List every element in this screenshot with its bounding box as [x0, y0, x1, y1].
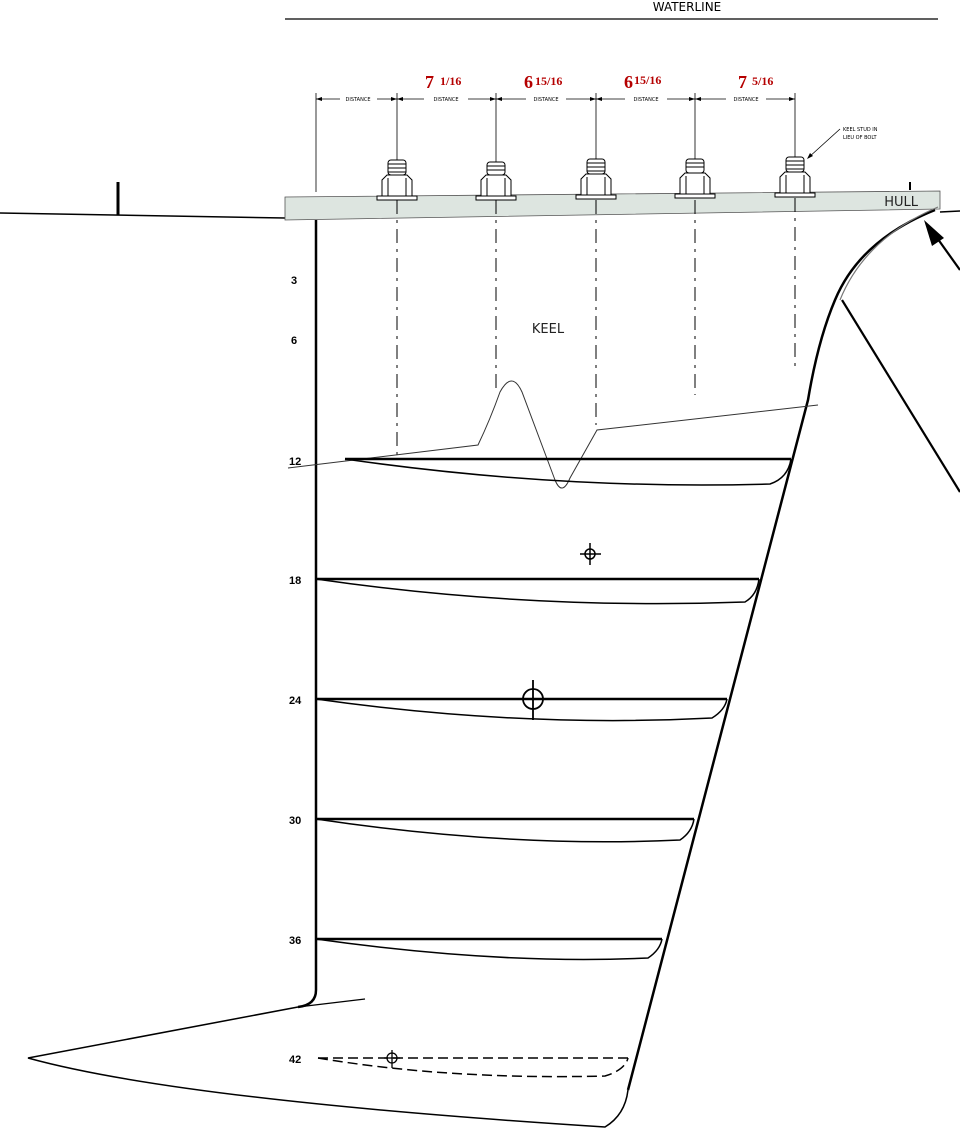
- station-sections: [315, 457, 792, 1078]
- keel-stud-leader: [807, 128, 841, 159]
- hull-profile-left: [0, 212, 286, 219]
- dimension-value: 7: [738, 72, 747, 92]
- keel-old-profile: [287, 380, 819, 489]
- cg-marker-18: [580, 543, 601, 565]
- station-label: 36: [289, 935, 301, 947]
- dimension-label: DISTANCE: [534, 97, 559, 103]
- dimension-fraction: 5/16: [752, 74, 773, 88]
- station-label: 6: [291, 335, 297, 347]
- keel-trailing-edge: [626, 208, 936, 1091]
- keel-studs: [376, 156, 816, 201]
- keel-stud: [674, 158, 716, 199]
- dimension-fraction: 1/16: [440, 74, 461, 88]
- keel-stud: [575, 158, 617, 200]
- bulb-outline: [27, 1006, 629, 1128]
- keel-stud-note: LIEU OF BOLT: [843, 135, 877, 141]
- dimension-arrowheads: [316, 97, 795, 101]
- station-label: 3: [291, 275, 297, 287]
- dimension-label: DISTANCE: [346, 97, 371, 103]
- station-label: 18: [289, 575, 301, 587]
- hull-label: HULL: [884, 195, 919, 210]
- keel-stud-note: KEEL STUD IN: [843, 127, 878, 133]
- cg-marker-24: [522, 680, 544, 720]
- keel-stud: [376, 159, 418, 201]
- station-label: 30: [289, 815, 301, 827]
- keel-stud-leader-arrow: [807, 153, 813, 159]
- keel-fillet-line: [839, 206, 939, 301]
- station-label: 12: [289, 456, 301, 468]
- dimension-fraction: 15/16: [634, 73, 661, 87]
- keel-leading-edge: [297, 220, 318, 1009]
- station-label: 24: [289, 695, 302, 707]
- dimension-value: 7: [425, 72, 434, 92]
- keel-label: KEEL: [532, 322, 565, 337]
- fillet-arrow-head: [924, 220, 944, 246]
- dimension-label: DISTANCE: [434, 97, 459, 103]
- hull-profile-right: [939, 210, 960, 213]
- cg-marker-42: [384, 1050, 400, 1068]
- dimension-value: 6: [524, 72, 533, 92]
- hull-band: [284, 190, 941, 221]
- stud-centerlines: [396, 198, 796, 458]
- station-label: 42: [289, 1054, 301, 1066]
- keel-stud: [475, 161, 517, 201]
- dimension-fraction: 15/16: [535, 74, 562, 88]
- bulb-top-line: [297, 998, 366, 1008]
- keel-stud: [774, 156, 816, 198]
- dimension-value: 6: [624, 72, 633, 92]
- waterline-label: WATERLINE: [653, 0, 722, 14]
- dimension-label: DISTANCE: [634, 97, 659, 103]
- fillet-pointer-line: [841, 299, 960, 493]
- dimension-label: DISTANCE: [734, 97, 759, 103]
